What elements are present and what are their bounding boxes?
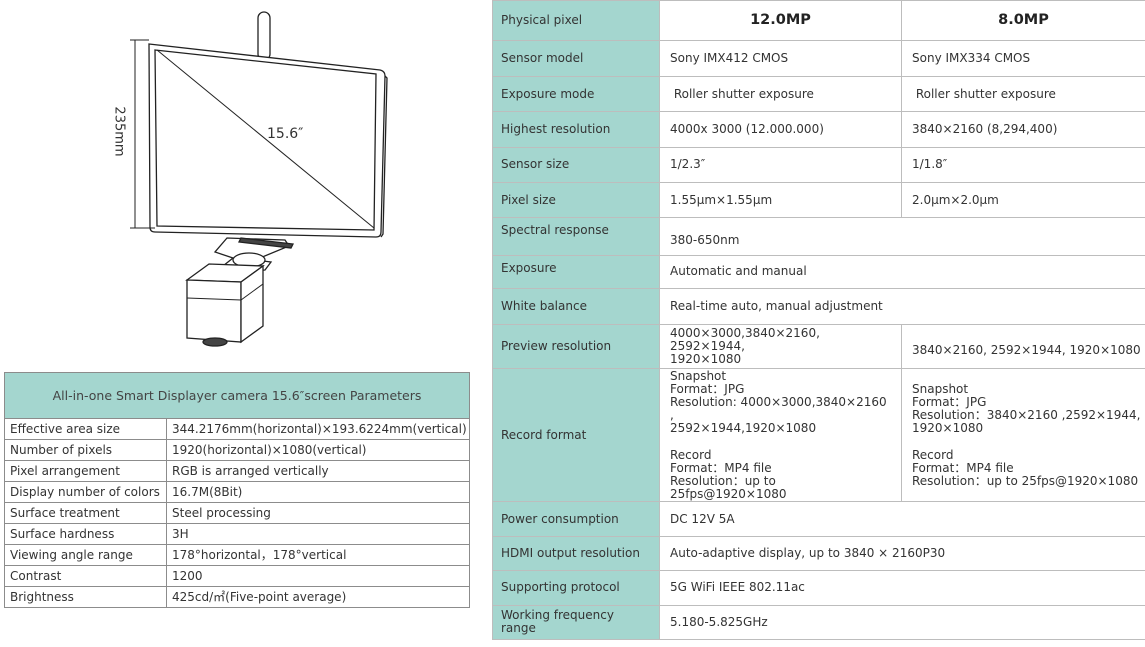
camera-specs-table: Physical pixel 12.0MP 8.0MP Sensor model… [492,0,1145,641]
spec-label: Record format [492,367,660,503]
spec-label: HDMI output resolution [492,535,660,572]
snapshot-format-8mp: Snapshot Format：JPG Resolution：3840×2160… [912,381,1141,435]
snapshot-format-12mp: Snapshot Format：JPG Resolution: 4000×300… [670,368,887,435]
param-label: Surface hardness [4,523,167,545]
spec-value: Roller shutter exposure [659,75,902,113]
spec-value: 4000×3000,3840×2160, 2592×1944, 1920×108… [659,324,902,369]
spec-value: 4000x 3000 (12.000.000) [659,111,902,148]
table-row: Exposure mode Roller shutter exposure Ro… [492,75,1145,113]
param-value: 1920(horizontal)×1080(vertical) [165,439,471,461]
spec-label: Highest resolution [492,111,660,148]
record-format-8mp: Record Format：MP4 file Resolution：up to … [912,447,1139,488]
param-label: Viewing angle range [4,544,167,566]
spec-label: Power consumption [492,501,660,537]
spec-label: Pixel size [492,181,660,219]
table-row: Highest resolution 4000x 3000 (12.000.00… [492,111,1145,148]
spec-value: Snapshot Format：JPG Resolution：3840×2160… [901,367,1145,503]
diagonal-label: 15.6″ [267,126,304,142]
spec-value: Roller shutter exposure [901,75,1145,113]
spec-value: Sony IMX412 CMOS [659,40,902,77]
table-row: Working frequency range 5.180-5.825GHz [492,604,1145,641]
param-label: Pixel arrangement [4,460,167,482]
spec-value: Auto-adaptive display, up to 3840 × 2160… [659,535,1145,572]
spec-value: 1/2.3″ [659,146,902,183]
model-12mp-header: 12.0MP [659,0,902,42]
param-value: 425cd/㎡(Five-point average) [165,586,471,608]
table-row: Sensor size 1/2.3″ 1/1.8″ [492,146,1145,183]
spec-value: 1/1.8″ [901,146,1145,183]
record-format-12mp: Record Format：MP4 file Resolution：up to … [670,447,787,501]
param-value: 3H [165,523,471,545]
spec-label: Spectral response [492,217,660,256]
spec-label: Sensor model [492,40,660,77]
displayer-camera-drawing [130,11,388,347]
spec-label: Preview resolution [492,324,660,369]
param-value: RGB is arranged vertically [165,460,471,482]
table-row: White balance Real-time auto, manual adj… [492,288,1145,326]
table-row: Spectral response 380-650nm [492,217,1145,256]
table-row: Exposure Automatic and manual [492,254,1145,290]
param-label: Number of pixels [4,439,167,461]
table-row: Preview resolution 4000×3000,3840×2160, … [492,324,1145,369]
spec-label: Supporting protocol [492,570,660,606]
param-label: Contrast [4,565,167,587]
spec-label: White balance [492,288,660,326]
table-row: Record format Snapshot Format：JPG Resolu… [492,367,1145,503]
spec-value: 5.180-5.825GHz [659,604,1145,641]
spec-value: DC 12V 5A [659,501,1145,537]
table-row: Sensor model Sony IMX412 CMOS Sony IMX33… [492,40,1145,77]
product-illustration: 235mm 15.6″ [111,8,395,348]
spec-value: 380-650nm [659,217,1145,256]
model-8mp-header: 8.0MP [901,0,1145,42]
param-label: Effective area size [4,418,167,440]
spec-value: 1.55μm×1.55μm [659,181,902,219]
param-label: Brightness [4,586,167,608]
spec-label: Sensor size [492,146,660,183]
spec-label: Physical pixel [492,0,660,42]
param-label: Display number of colors [4,481,167,503]
spec-value: 3840×2160 (8,294,400) [901,111,1145,148]
spec-value: Real-time auto, manual adjustment [659,288,1145,326]
spec-value: 5G WiFi IEEE 802.11ac [659,570,1145,606]
param-value: 1200 [165,565,471,587]
spec-label: Working frequency range [492,604,660,641]
screen-parameters-title: All-in-one Smart Displayer camera 15.6″s… [3,372,471,419]
param-value: 178°horizontal，178°vertical [165,544,471,566]
spec-value: Snapshot Format：JPG Resolution: 4000×300… [659,367,902,503]
spec-label: Exposure mode [492,75,660,113]
table-row: Power consumption DC 12V 5A [492,501,1145,537]
spec-label: Exposure [492,254,660,290]
screen-parameters-table: All-in-one Smart Displayer camera 15.6″s… [3,372,471,608]
param-label: Surface treatment [4,502,167,524]
table-row: Supporting protocol 5G WiFi IEEE 802.11a… [492,570,1145,606]
table-row: HDMI output resolution Auto-adaptive dis… [492,535,1145,572]
param-value: 16.7M(8Bit) [165,481,471,503]
table-row: Pixel size 1.55μm×1.55μm 2.0μm×2.0μm [492,181,1145,219]
height-dimension-label: 235mm [111,106,127,157]
param-value: 344.2176mm(horizontal)×193.6224mm(vertic… [165,418,471,440]
spec-value: 3840×2160, 2592×1944, 1920×1080 [901,324,1145,369]
spec-value: Sony IMX334 CMOS [901,40,1145,77]
table-row: Physical pixel 12.0MP 8.0MP [492,0,1145,42]
spec-value: 2.0μm×2.0μm [901,181,1145,219]
spec-value: Automatic and manual [659,254,1145,290]
param-value: Steel processing [165,502,471,524]
